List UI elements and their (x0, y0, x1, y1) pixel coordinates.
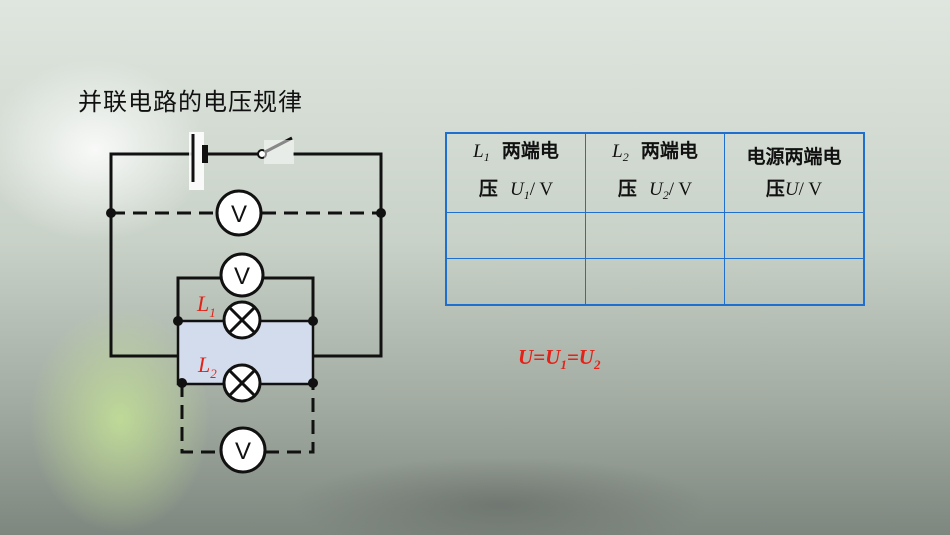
table-row (445, 212, 865, 259)
unit: / V (529, 179, 554, 200)
dashed-wire-v2-left (180, 383, 221, 454)
battery-glare (189, 132, 204, 190)
voltmeter-l1 (219, 252, 265, 298)
subscript: 2 (662, 188, 669, 202)
junction-dot (106, 208, 116, 218)
header-source-voltage: 电源两端电 压U/ V (724, 132, 865, 213)
header-text: 电源两端电 (746, 145, 842, 168)
header-l2-voltage: L2 两端电 压 U2/ V (585, 132, 725, 213)
junction-dot (376, 208, 386, 218)
junction-dot (308, 316, 318, 326)
dashed-wire-v2-right (265, 383, 315, 454)
lamp-l2-label: L2 (197, 352, 217, 381)
subscript: 1 (523, 188, 530, 202)
voltmeter-l2-label: V (235, 438, 251, 465)
header-text: 压 (765, 177, 785, 200)
wire-right-loop (293, 152, 383, 358)
unit: / V (798, 178, 823, 200)
table-cell (585, 212, 725, 259)
header-text: 压 (478, 178, 498, 200)
table-cell (724, 258, 865, 306)
wire-v1-right (263, 276, 315, 321)
junction-dot (173, 316, 183, 326)
voltmeter-l1-label: V (234, 263, 250, 290)
lamp-l2-cross (227, 368, 257, 398)
voltmeter-l2 (219, 426, 267, 474)
symbol-l: L (473, 141, 484, 162)
symbol-u: U (509, 179, 524, 200)
voltmeter-source-label: V (231, 201, 247, 228)
voltage-data-table: L1 两端电 压 U1/ V L2 两端电 压 U2/ V 电源两端电 压U/ … (445, 132, 865, 306)
unit: / V (668, 179, 693, 200)
subscript: 1 (483, 150, 490, 164)
subscript: 2 (622, 150, 629, 164)
table-cell (445, 212, 586, 259)
wire-left-loop (109, 152, 192, 358)
voltage-formula: U=U1=U2 (518, 345, 601, 372)
header-text: 两端电 (640, 140, 698, 162)
header-l1-voltage: L1 两端电 压 U1/ V (445, 132, 586, 213)
symbol-u: U (648, 179, 663, 200)
slide-title: 并联电路的电压规律 (78, 88, 303, 116)
lamp-l1-label: L1 (196, 291, 216, 320)
wire-v1-left (176, 276, 221, 321)
table-cell (585, 258, 725, 306)
table-row (445, 258, 865, 306)
table-header-row: L1 两端电 压 U1/ V L2 两端电 压 U2/ V 电源两端电 压U/ … (445, 132, 865, 213)
header-text: 两端电 (501, 140, 559, 162)
symbol-u: U (784, 178, 799, 200)
table-cell (445, 258, 586, 306)
voltmeter-source (215, 189, 263, 237)
header-text: 压 (617, 178, 637, 200)
lamp-l1-cross (227, 305, 257, 335)
symbol-l: L (612, 141, 623, 162)
table-cell (724, 212, 865, 259)
switch-glare (264, 140, 294, 164)
